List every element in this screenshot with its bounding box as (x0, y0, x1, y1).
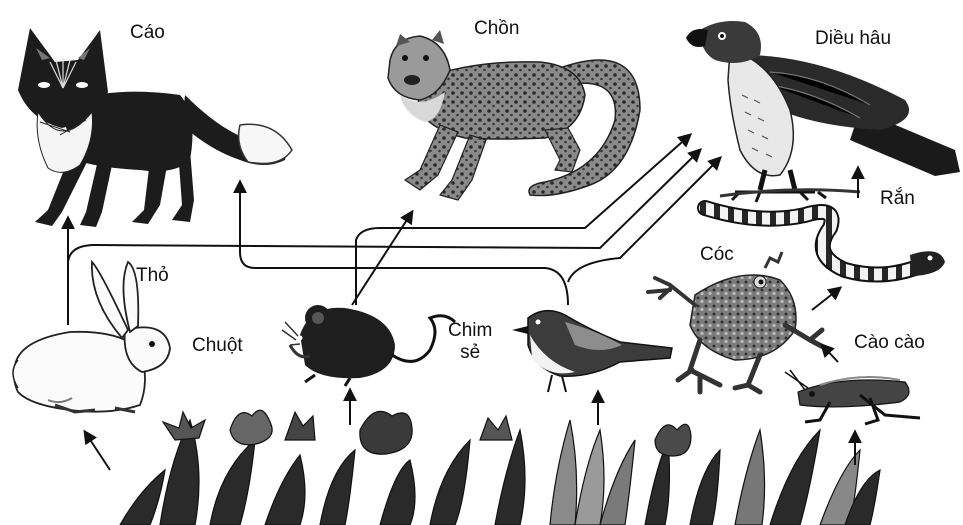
label-hawk: Diều hâu (815, 28, 891, 50)
arrow-grasshopper-to-toad (822, 345, 838, 362)
label-grasshopper: Cào cào (854, 332, 925, 354)
label-toad: Cóc (700, 244, 734, 266)
arrow-plants-to-rabbit (85, 432, 110, 470)
fox-drawing (18, 28, 292, 227)
label-sparrow-line1: Chim (448, 320, 492, 342)
snake-drawing (705, 208, 945, 276)
label-rabbit: Thỏ (136, 265, 169, 287)
grasshopper-drawing (785, 370, 920, 424)
label-civet: Chồn (474, 18, 519, 40)
civet-drawing (388, 30, 640, 200)
label-fox: Cáo (130, 22, 165, 44)
arrow-toad-to-snake (812, 288, 840, 310)
label-sparrow-line2: sẻ (448, 342, 492, 364)
label-mouse: Chuột (192, 335, 243, 357)
label-snake: Rắn (880, 188, 915, 210)
toad-drawing (648, 252, 825, 392)
sparrow-drawing (512, 311, 672, 392)
mouse-drawing (282, 305, 455, 386)
label-sparrow: Chim sẻ (448, 320, 492, 364)
arrow-mouse-to-civet (352, 212, 412, 305)
arrow-sparrow-to-fox (240, 182, 568, 305)
plants-drawing (120, 410, 880, 525)
